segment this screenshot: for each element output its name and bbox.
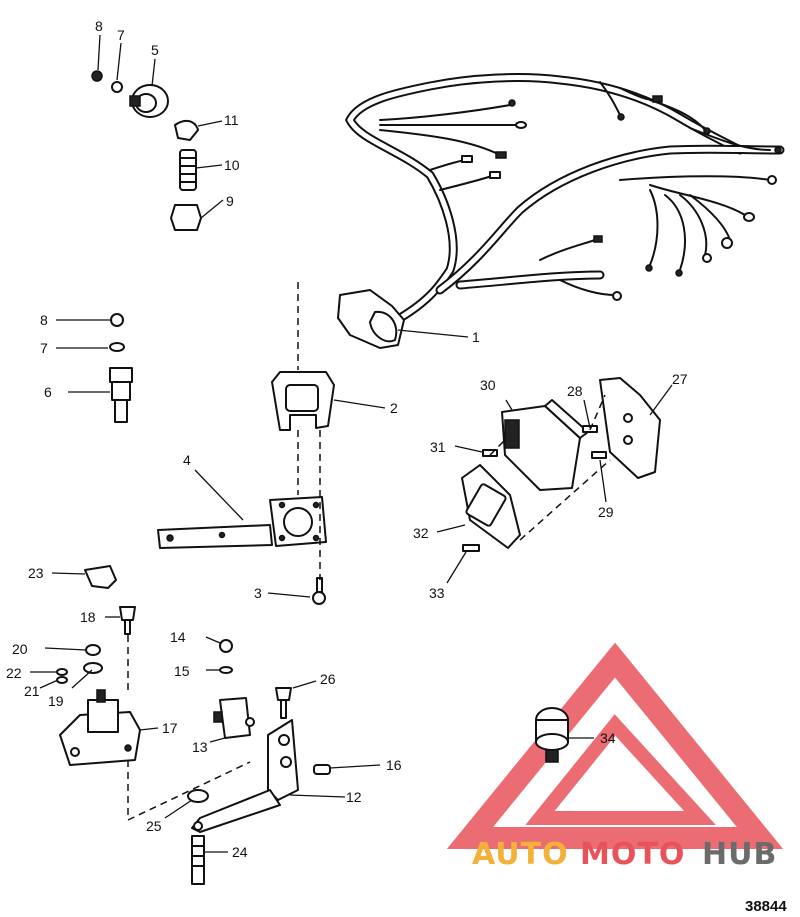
bracket-27 (599, 377, 661, 479)
mounting-bracket (157, 496, 327, 549)
callout-30: 30 (480, 377, 496, 393)
callout-2: 2 (390, 400, 398, 416)
connector-gasket (271, 371, 335, 431)
callout-29: 29 (598, 504, 614, 520)
callout-19: 19 (48, 693, 64, 709)
solenoid-assembly (56, 565, 141, 766)
elbow-11 (174, 119, 199, 141)
washer-22 (56, 668, 68, 676)
callout-11: 11 (224, 112, 239, 128)
watermark-brand-moto: MOTO (580, 837, 685, 872)
washer-7-top (111, 81, 123, 93)
callout-23: 23 (28, 565, 44, 581)
callout-3: 3 (254, 585, 262, 601)
callout-7-top: 7 (117, 27, 125, 43)
callout-16: 16 (386, 757, 402, 773)
callout-5: 5 (151, 42, 159, 58)
watermark-brand-auto: AUTO (472, 837, 569, 872)
leader-lines (30, 34, 673, 853)
screw-16 (313, 764, 331, 775)
alignment-lines (127, 282, 611, 821)
callout-13: 13 (192, 739, 208, 755)
callout-8-top: 8 (95, 18, 103, 34)
bolt-26 (275, 687, 292, 701)
callout-4: 4 (183, 452, 191, 468)
screw-29 (591, 451, 607, 459)
bolt-18-head (119, 606, 136, 621)
screw-33 (462, 544, 480, 552)
callout-27: 27 (672, 371, 688, 387)
washer-21 (56, 676, 68, 684)
ignition-module-assembly (461, 377, 661, 552)
relay-bracket-assembly (187, 639, 331, 885)
stud-24 (191, 835, 205, 885)
callout-14: 14 (170, 629, 186, 645)
clip-23 (84, 565, 117, 589)
callout-7: 7 (40, 340, 48, 356)
callout-8: 8 (40, 312, 48, 328)
callout-26: 26 (320, 671, 336, 687)
screw-3 (312, 577, 326, 605)
callout-32: 32 (413, 525, 429, 541)
callout-22: 22 (6, 665, 22, 681)
callout-25: 25 (146, 818, 162, 834)
callout-31: 31 (430, 439, 446, 455)
callout-24: 24 (232, 844, 248, 860)
callout-10: 10 (224, 157, 240, 173)
sender-34 (535, 707, 569, 763)
callout-6: 6 (44, 384, 52, 400)
adapter-9 (170, 204, 202, 231)
callout-18: 18 (80, 609, 96, 625)
watermark-logo (446, 642, 784, 849)
callout-20: 20 (12, 641, 28, 657)
nut-25 (187, 789, 209, 803)
sender-6 (109, 367, 133, 383)
callout-1: 1 (472, 329, 480, 345)
callout-12: 12 (346, 789, 362, 805)
wiring-harness (337, 73, 785, 349)
callout-34: 34 (600, 730, 616, 746)
washer-7 (109, 342, 125, 352)
callout-labels: 1 2 3 4 5 6 7 7 8 8 9 10 11 12 13 14 15 … (6, 18, 688, 860)
callout-17: 17 (162, 720, 178, 736)
watermark-brand-hub: HUB (702, 837, 777, 872)
callout-28: 28 (567, 383, 583, 399)
washer-15 (219, 666, 233, 674)
fitting-10 (179, 149, 197, 191)
nut-8 (110, 313, 124, 327)
washer-19 (83, 662, 103, 674)
callout-9: 9 (226, 193, 234, 209)
nut-20 (85, 644, 101, 656)
callout-15: 15 (174, 663, 190, 679)
callout-21: 21 (24, 683, 40, 699)
temperature-sender-assembly (109, 313, 133, 423)
nut-8-top (91, 70, 103, 82)
logo-triangle-inner (525, 714, 716, 825)
figure-number: 38844 (745, 898, 787, 915)
relay-13 (219, 697, 251, 739)
screw-31 (482, 449, 498, 457)
callout-33: 33 (429, 585, 445, 601)
screw-14 (219, 639, 233, 653)
gauge-sender-assembly (91, 70, 202, 231)
